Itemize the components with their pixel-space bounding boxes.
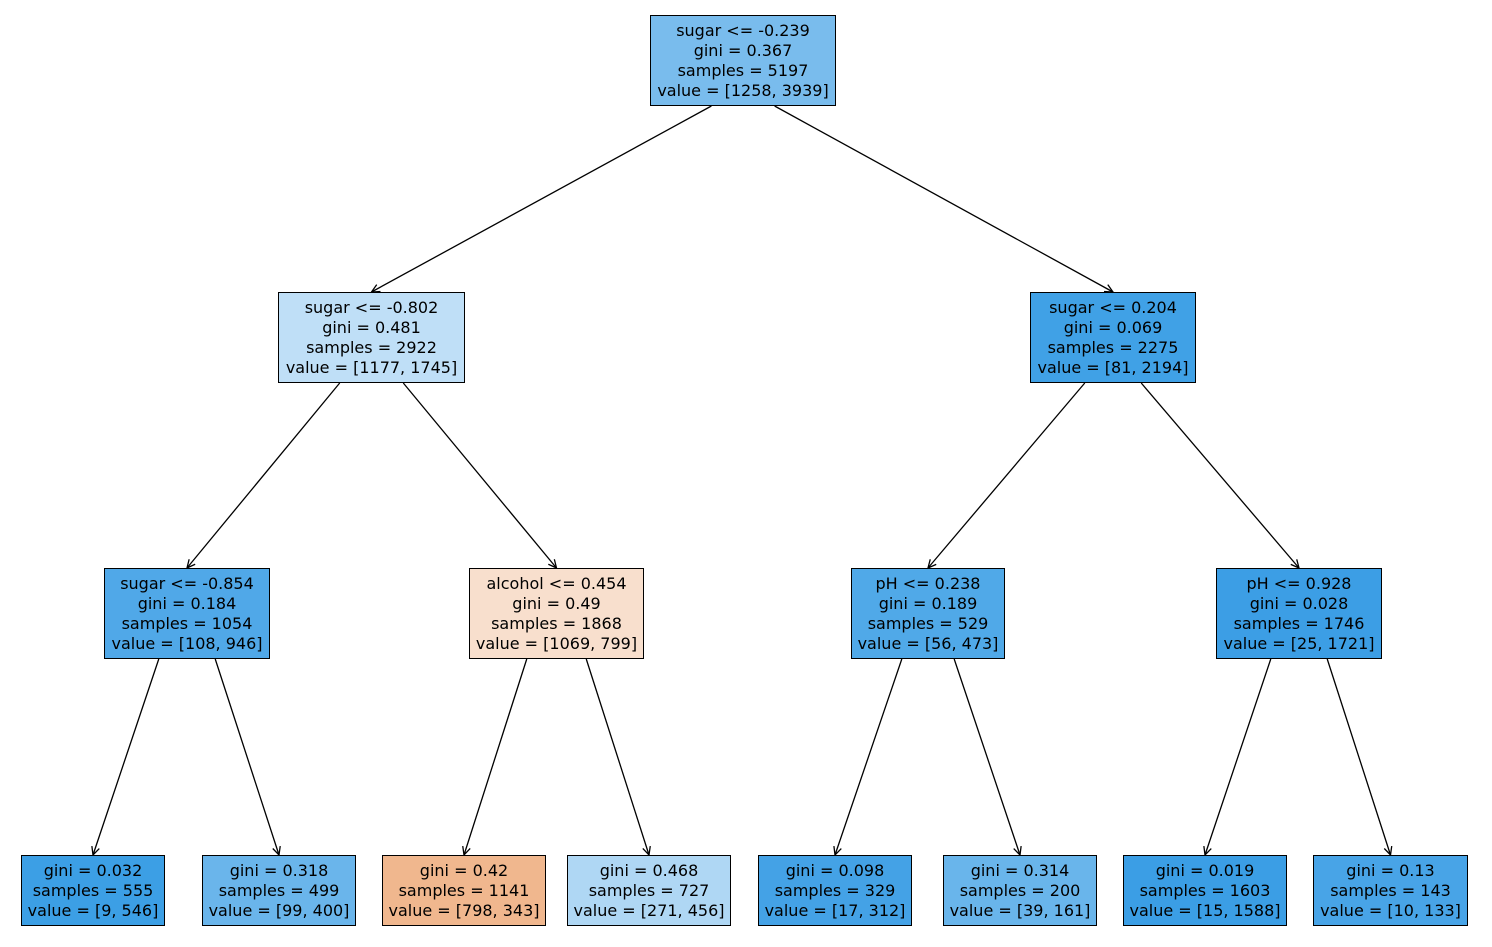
node-gini-text: gini = 0.49 [512, 593, 601, 613]
edge-n12-n13 [1203, 658, 1272, 857]
node-gini-text: gini = 0.481 [322, 317, 421, 337]
node-gini-text: gini = 0.42 [419, 860, 509, 880]
edge-n2-n4 [214, 658, 281, 857]
node-value-text: value = [108, 946] [111, 633, 263, 653]
node-value-text: value = [1177, 1745] [285, 357, 458, 377]
node-value-text: value = [39, 161] [949, 900, 1091, 920]
node-samples-text: samples = 1054 [121, 613, 253, 633]
node-value-text: value = [15, 1588] [1129, 900, 1281, 920]
node-gini-text: gini = 0.13 [1346, 860, 1435, 880]
node-gini-text: gini = 0.314 [970, 860, 1070, 880]
node-gini-text: gini = 0.468 [599, 860, 699, 880]
node-gini-text: gini = 0.184 [137, 593, 237, 613]
node-gini-text: gini = 0.098 [785, 860, 885, 880]
node-samples-text: samples = 2922 [306, 337, 437, 357]
node-value-text: value = [17, 312] [764, 900, 906, 920]
node-condition-text: sugar <= -0.854 [120, 573, 254, 593]
node-condition-text: pH <= 0.928 [1246, 573, 1352, 593]
node-samples-text: samples = 555 [32, 880, 154, 900]
edge-n1-n2 [186, 382, 341, 570]
node-value-text: value = [10, 133] [1320, 900, 1461, 920]
node-value-text: value = [25, 1721] [1223, 633, 1375, 653]
node-value-text: value = [1258, 3939] [657, 80, 829, 100]
node-samples-text: samples = 529 [867, 613, 989, 633]
node-gini-text: gini = 0.318 [229, 860, 329, 880]
node-value-text: value = [9, 546] [27, 900, 159, 920]
edge-n8-n12 [1140, 382, 1300, 570]
node-condition-text: alcohol <= 0.454 [486, 573, 627, 593]
node-value-text: value = [271, 456] [573, 900, 725, 920]
edge-n5-n6 [462, 658, 528, 857]
node-condition-text: sugar <= 0.204 [1049, 297, 1177, 317]
node-samples-text: samples = 5197 [677, 60, 809, 80]
edge-n1-n5 [402, 382, 558, 570]
edge-n9-n11 [953, 658, 1022, 857]
node-condition-text: pH <= 0.238 [875, 573, 981, 593]
node-gini-text: gini = 0.069 [1063, 317, 1163, 337]
edge-n5-n7 [585, 658, 651, 857]
node-gini-text: gini = 0.032 [43, 860, 143, 880]
node-samples-text: samples = 329 [774, 880, 896, 900]
node-gini-text: gini = 0.028 [1249, 593, 1349, 613]
edge-n0-n8 [774, 105, 1115, 293]
edge-n2-n3 [91, 658, 160, 857]
node-condition-text: sugar <= -0.239 [676, 20, 810, 40]
node-gini-text: gini = 0.189 [878, 593, 978, 613]
node-gini-text: gini = 0.019 [1155, 860, 1255, 880]
node-samples-text: samples = 2275 [1047, 337, 1179, 357]
edge-n12-n14 [1326, 658, 1393, 857]
node-value-text: value = [81, 2194] [1037, 357, 1189, 377]
node-samples-text: samples = 1746 [1233, 613, 1365, 633]
node-samples-text: samples = 1141 [398, 880, 530, 900]
node-samples-text: samples = 1603 [1139, 880, 1271, 900]
node-value-text: value = [1069, 799] [475, 633, 638, 653]
node-value-text: value = [99, 400] [208, 900, 350, 920]
node-value-text: value = [56, 473] [857, 633, 999, 653]
node-samples-text: samples = 499 [218, 880, 340, 900]
node-value-text: value = [798, 343] [388, 900, 540, 920]
edge-n9-n10 [833, 658, 903, 857]
node-samples-text: samples = 727 [588, 880, 710, 900]
edge-n0-n1 [370, 105, 712, 293]
node-gini-text: gini = 0.367 [693, 40, 793, 60]
node-samples-text: samples = 1868 [491, 613, 622, 633]
edge-n8-n9 [927, 382, 1086, 570]
node-samples-text: samples = 200 [959, 880, 1081, 900]
node-condition-text: sugar <= -0.802 [304, 297, 439, 317]
node-samples-text: samples = 143 [1330, 880, 1451, 900]
